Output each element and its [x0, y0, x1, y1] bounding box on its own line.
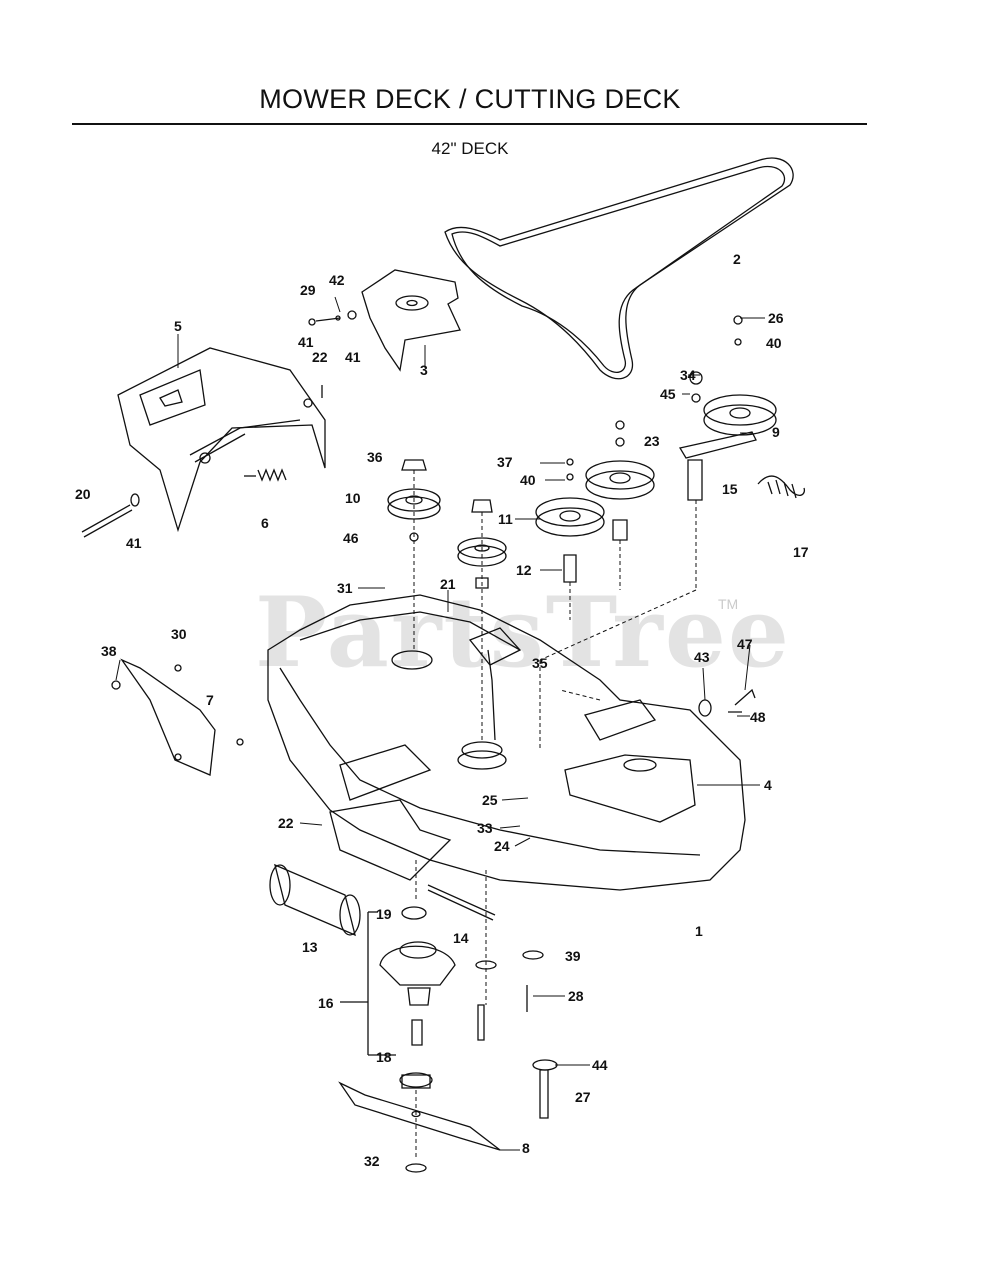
callout: 9 [772, 424, 780, 440]
callout: 44 [592, 1057, 608, 1073]
title-rule [72, 123, 867, 125]
callout: 31 [337, 580, 353, 596]
callout: 3 [420, 362, 428, 378]
callout: 14 [453, 930, 469, 946]
pulley-10 [387, 488, 441, 512]
callout: 36 [367, 449, 383, 465]
chute-rod [81, 504, 133, 538]
callout: 29 [300, 282, 316, 298]
callout: 21 [440, 576, 456, 592]
callout: 5 [174, 318, 182, 334]
callout: 8 [522, 1140, 530, 1156]
callout: 47 [737, 636, 753, 652]
watermark: PartsTree [255, 576, 791, 689]
idler-pulley-23 [585, 460, 655, 490]
callout: 18 [376, 1049, 392, 1065]
callout: 40 [766, 335, 782, 351]
callout: 40 [520, 472, 536, 488]
callout: 30 [171, 626, 187, 642]
callout: 34 [680, 367, 696, 383]
tension-spring [757, 475, 806, 499]
deck-subtitle: 42" DECK [431, 139, 509, 158]
callout: 22 [278, 815, 294, 831]
callout: 35 [532, 655, 548, 671]
callout: 41 [298, 334, 314, 350]
discharge-chute [117, 347, 326, 533]
chute-spring [257, 468, 287, 482]
side-baffle [120, 658, 216, 776]
callout: 25 [482, 792, 498, 808]
callout: 43 [694, 649, 710, 665]
callout: 41 [126, 535, 142, 551]
callout: 20 [75, 486, 91, 502]
callout: 24 [494, 838, 510, 854]
callout: 11 [498, 511, 513, 527]
watermark-trademark: TM [718, 596, 739, 612]
callout: 42 [329, 272, 345, 288]
callout: 32 [364, 1153, 380, 1169]
callout: 10 [345, 490, 361, 506]
right-spindle-guard [564, 754, 696, 823]
callout: 26 [768, 310, 784, 326]
deck-shell [267, 594, 746, 891]
anti-scalp-roller [274, 863, 356, 937]
callout: 28 [568, 988, 584, 1004]
callout: 7 [206, 692, 214, 708]
callout: 12 [516, 562, 532, 578]
callout: 48 [750, 709, 766, 725]
callout: 2 [733, 251, 741, 267]
callout: 17 [793, 544, 809, 560]
callout: 15 [722, 481, 738, 497]
callout: 19 [376, 906, 392, 922]
callout: 46 [343, 530, 359, 546]
callout: 37 [497, 454, 513, 470]
callout: 41 [345, 349, 361, 365]
callout: 16 [318, 995, 334, 1011]
callout: 6 [261, 515, 269, 531]
callout: 39 [565, 948, 581, 964]
cutting-blade [338, 1081, 501, 1151]
belt-cover [361, 269, 461, 372]
callout: 38 [101, 643, 117, 659]
callout: 1 [695, 923, 703, 939]
long-bolt [427, 884, 496, 921]
idler-pulley-11 [535, 497, 605, 527]
drive-belt [444, 157, 794, 380]
callout: 27 [575, 1089, 591, 1105]
callout: 13 [302, 939, 318, 955]
callout: 23 [644, 433, 660, 449]
page-title: MOWER DECK / CUTTING DECK [259, 84, 681, 114]
callout: 45 [660, 386, 676, 402]
callout: 22 [312, 349, 328, 365]
callout: 4 [764, 777, 772, 793]
callout: 33 [477, 820, 493, 836]
idler-pulley-9 [703, 394, 777, 426]
spindle-housing [379, 945, 456, 986]
